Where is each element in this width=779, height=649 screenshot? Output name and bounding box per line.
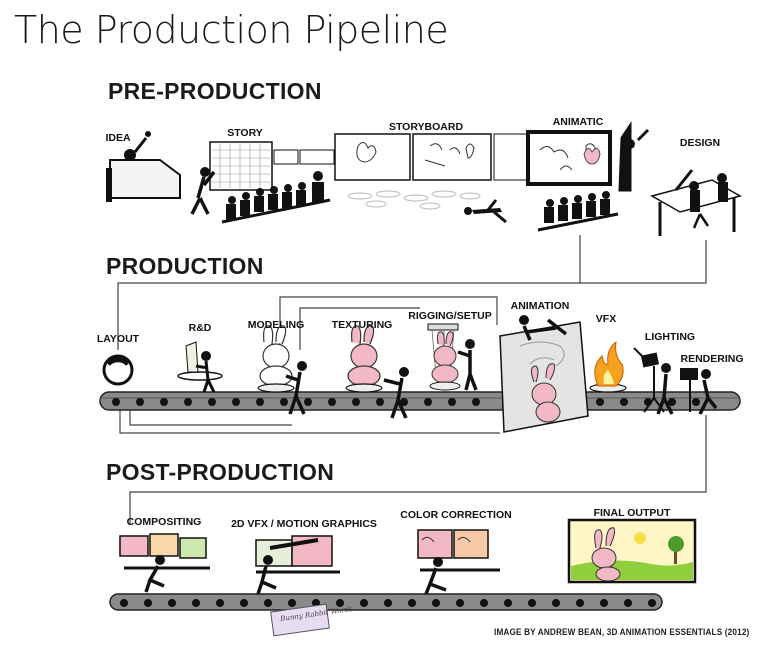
animatic-illustration [526,121,650,232]
page-title: The Production Pipeline [14,8,449,52]
idea-illustration [106,131,181,202]
production-conveyor-belt [99,391,741,411]
rigging-illustration [427,323,478,391]
texturing-illustration [345,325,409,419]
layout-illustration [102,354,134,386]
compositing-illustration [119,533,210,593]
stage-label-story: STORY [227,127,263,139]
image-credit: IMAGE BY ANDREW BEAN, 3D ANIMATION ESSEN… [494,627,750,638]
rnd-illustration [177,341,223,393]
stage-label-animatic: ANIMATIC [552,116,604,128]
stage-label-color-correction: COLOR CORRECTION [400,509,512,521]
modeling-illustration [257,325,307,415]
flow-connectors [117,235,707,525]
story-illustration [190,141,335,224]
stage-label-modeling: MODELING [247,319,305,331]
section-post-production: POST-PRODUCTION [106,459,335,485]
stage-label-rigging: RIGGING/SETUP [408,310,492,322]
stage-label-texturing: TEXTURING [331,319,393,331]
stage-label-animation: ANIMATION [510,300,570,312]
vfx-illustration [589,340,627,393]
stage-label-compositing: COMPOSITING [126,516,202,528]
section-pre-production: PRE-PRODUCTION [108,78,322,104]
color-correction-illustration [417,529,500,595]
stage-label-vfx: VFX [595,313,617,325]
stage-label-rendering: RENDERING [680,353,744,365]
animation-illustration [499,315,589,433]
stage-label-idea: IDEA [105,132,131,144]
design-illustration [650,169,742,236]
motion-graphics-illustration [255,535,340,637]
stage-label-layout: LAYOUT [96,333,140,345]
stage-label-design: DESIGN [679,137,721,149]
post-production-conveyor-belt [109,593,663,611]
stage-label-lighting: LIGHTING [644,331,696,343]
rendering-illustration [680,368,718,415]
stage-label-2d-vfx: 2D VFX / MOTION GRAPHICS [231,518,377,530]
section-production: PRODUCTION [106,253,264,279]
stage-label-final-output: FINAL OUTPUT [593,507,671,519]
final-output-illustration [567,518,697,584]
stage-label-rnd: R&D [188,322,212,334]
stage-label-storyboard: STORYBOARD [388,121,464,133]
storyboard-illustration [334,133,535,224]
lighting-illustration [633,347,674,415]
